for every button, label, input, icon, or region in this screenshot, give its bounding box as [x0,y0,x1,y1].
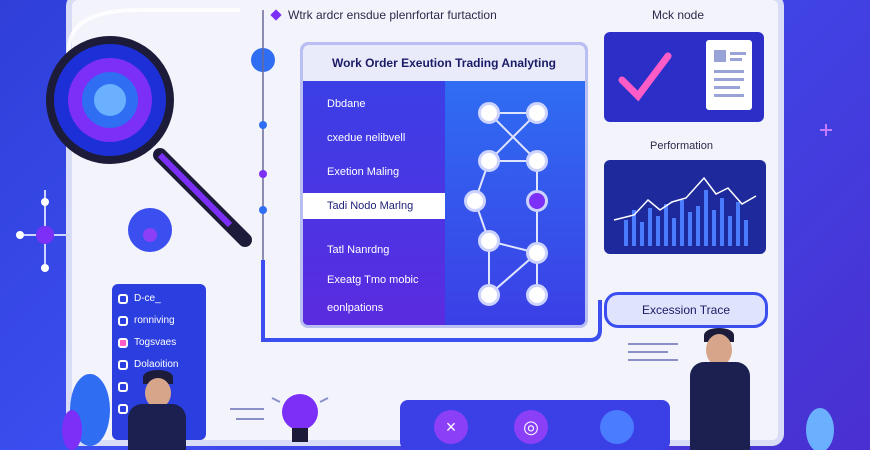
flow-node[interactable] [526,284,548,306]
text-lines [230,408,264,420]
flow-graph [445,81,585,325]
list-item[interactable]: Dbdane [327,98,366,110]
document-icon [706,40,752,110]
header-subtitle: Wtrk ardcr ensdue plenrfortar furtaction [270,8,497,22]
mock-label: Mck node [652,8,705,22]
list-item[interactable]: Exeatg Tmo mobic [327,274,419,286]
side-list-item[interactable]: Togsvaes [134,337,177,348]
flow-node[interactable] [478,150,500,172]
execution-trace-card[interactable]: Excession Trace [604,292,768,328]
flow-node[interactable] [526,150,548,172]
checkbox[interactable] [118,360,128,370]
leaf-icon [806,408,834,450]
lightbulb-icon [271,394,329,442]
checkbox[interactable] [118,404,128,414]
performance-chart-card[interactable] [604,160,766,254]
main-panel: Work Order Exeution Trading Analyting Db… [300,42,588,328]
checkbox[interactable] [118,316,128,326]
checkbox[interactable] [118,382,128,392]
person-illustration [690,362,750,450]
robot-icon[interactable] [600,410,634,444]
performance-label: Performation [650,140,713,152]
flow-node[interactable] [478,102,500,124]
flow-node[interactable] [464,190,486,212]
side-list-item[interactable]: Dolaoition [134,359,179,370]
checkbox-checked[interactable] [118,338,128,348]
flow-node-active[interactable] [526,190,548,212]
target-icon[interactable]: ◎ [514,410,548,444]
side-list-item[interactable]: D-ce_ [134,293,161,304]
action-bar: × ◎ [400,400,670,450]
list-item[interactable]: Exetion Maling [327,166,400,178]
header-subtitle-text: Wtrk ardcr ensdue plenrfortar furtaction [288,8,497,22]
flow-node[interactable] [526,102,548,124]
person-illustration [128,404,186,450]
list-item[interactable]: cxedue nelibvell [327,132,406,144]
execution-step-list: Dbdane cxedue nelibvell Exetion Maling T… [303,81,445,325]
close-icon[interactable]: × [434,410,468,444]
flow-node[interactable] [526,242,548,264]
list-item[interactable]: eonlpations [327,302,384,314]
person-head [706,334,732,366]
performance-sparkline [613,176,757,246]
flow-node[interactable] [478,230,500,252]
checkmark-icon [618,52,672,102]
list-item[interactable]: Tatl Nanrdng [327,244,390,256]
flow-node[interactable] [478,284,500,306]
magnifier-icon [46,36,252,247]
side-list-item[interactable]: ronniving [134,315,175,326]
plant-icon [62,374,110,450]
person-head [145,378,171,408]
list-item-active[interactable]: Tadi Nodo Marlng [303,193,445,219]
diamond-icon [270,9,282,21]
main-panel-title: Work Order Exeution Trading Analyting [303,45,585,81]
text-lines [628,343,678,361]
checkbox[interactable] [118,294,128,304]
